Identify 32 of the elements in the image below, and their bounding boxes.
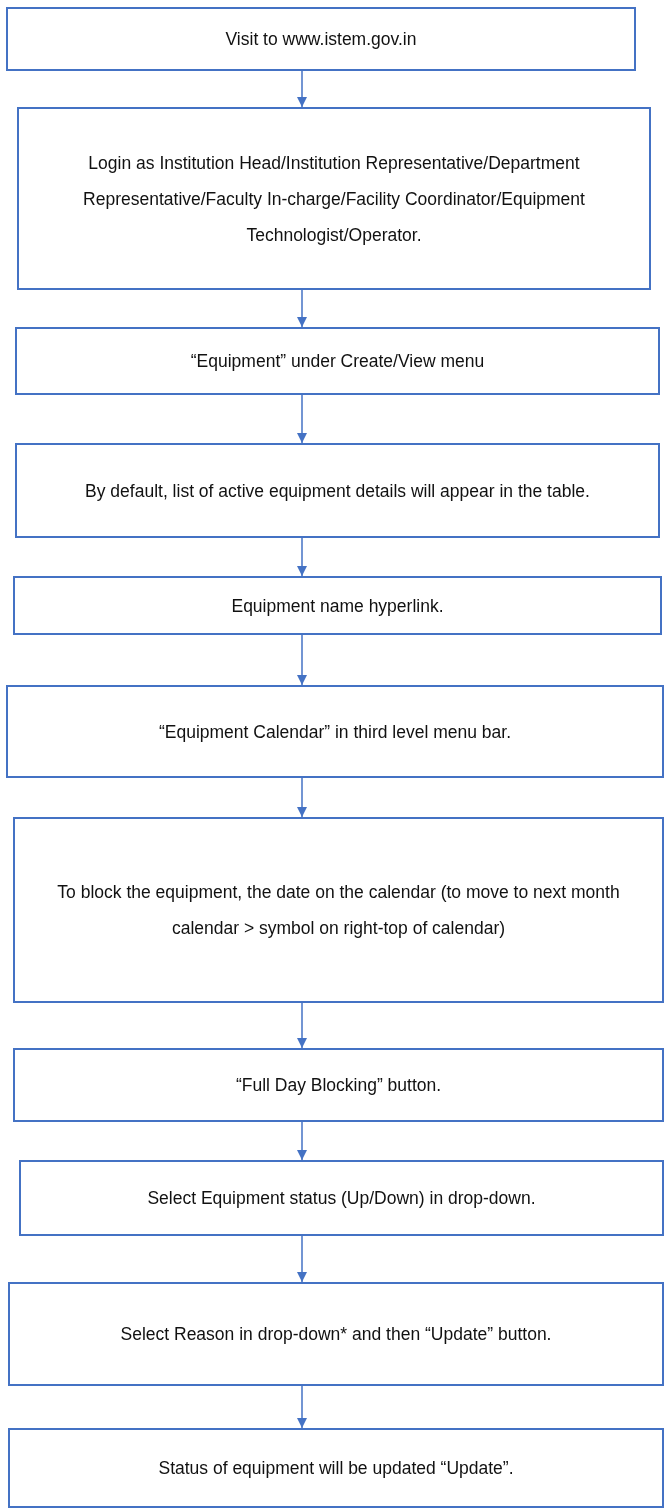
- step-text: By default, list of active equipment details will appear in the table.: [85, 479, 590, 503]
- process-box: [6, 685, 664, 778]
- step-text: Login as Institution Head/Institution Representative/Department Representative/Faculty In-charge/Facility Coordinator/Equipment Technologist/Operator.: [82, 151, 586, 247]
- step-text: Select Reason in drop-down* and then “Update” button.: [120, 1323, 552, 1346]
- step-text: Select Equipment status (Up/Down) in drop-down.: [147, 1187, 536, 1210]
- step-text: Status of equipment will be updated “Update”.: [158, 1457, 514, 1480]
- arrow: [297, 1235, 307, 1283]
- arrow: [297, 777, 307, 818]
- arrow: [297, 634, 307, 686]
- arrow: [297, 1121, 307, 1161]
- process-box: [15, 443, 660, 538]
- arrow: [297, 394, 307, 444]
- process-box: [13, 817, 664, 1003]
- step-text: “Equipment” under Create/View menu: [190, 350, 485, 373]
- arrow: [297, 1002, 307, 1049]
- process-box: [6, 7, 636, 71]
- step-text: Visit to www.istem.gov.in: [225, 28, 417, 51]
- process-box: [19, 1160, 664, 1236]
- arrow: [297, 289, 307, 328]
- process-box: [8, 1428, 664, 1508]
- arrow: [297, 537, 307, 577]
- step-text: “Full Day Blocking” button.: [235, 1074, 442, 1097]
- process-box: [13, 576, 662, 635]
- step-text: “Equipment Calendar” in third level menu bar.: [158, 720, 512, 744]
- process-box: [17, 107, 651, 290]
- process-box: [13, 1048, 664, 1122]
- process-box: [8, 1282, 664, 1386]
- arrow: [297, 1385, 307, 1429]
- step-text: Equipment name hyperlink.: [231, 594, 444, 618]
- step-text: To block the equipment, the date on the calendar (to move to next month calendar > symbol on right-top of calendar): [56, 881, 621, 940]
- process-box: [15, 327, 660, 395]
- arrow: [297, 70, 307, 108]
